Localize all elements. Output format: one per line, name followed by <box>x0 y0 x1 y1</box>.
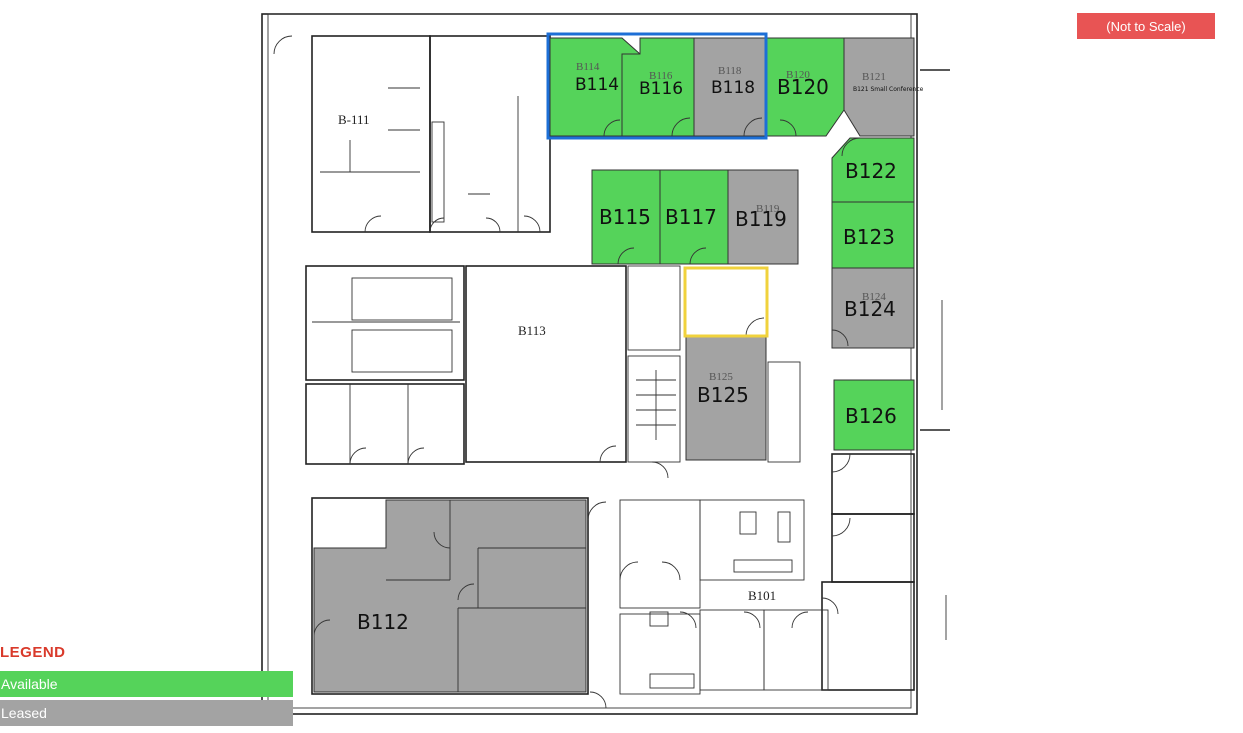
room-label-b113: B113 <box>518 323 546 338</box>
room-b124-shape <box>831 267 915 349</box>
room-label-b116[interactable]: B116 <box>639 79 683 99</box>
room-label-b115[interactable]: B115 <box>599 205 651 229</box>
ghost-label-b118: B118 <box>718 65 742 77</box>
ghost-label-b124: B124 <box>862 291 886 303</box>
room-b123-shape <box>831 201 915 269</box>
room-b126-shape <box>833 379 915 451</box>
legend-title: LEGEND <box>0 644 66 661</box>
room-label-b101: B101 <box>748 588 776 603</box>
room-label-b114[interactable]: B114 <box>575 75 619 95</box>
room-label-b121[interactable]: B121 Small Conference <box>853 86 924 93</box>
ghost-labels: B114 B116 B118 B120 B119 B124 B125 <box>576 61 886 383</box>
room-label-b117[interactable]: B117 <box>665 205 717 229</box>
legend-leased: Leased <box>0 700 293 726</box>
room-b125-shape <box>685 335 767 461</box>
room-code-b121: B121 <box>862 71 886 83</box>
room-label-b123[interactable]: B123 <box>843 225 895 249</box>
room-b119-shape <box>727 169 799 265</box>
room-label-b122[interactable]: B122 <box>845 159 897 183</box>
south-wing-walls <box>311 453 915 695</box>
room-label-b119[interactable]: B119 <box>735 207 787 231</box>
room-label-b120[interactable]: B120 <box>777 75 829 99</box>
room-b121-shape <box>843 37 915 137</box>
room-label-b118[interactable]: B118 <box>711 78 755 98</box>
ghost-label-b125: B125 <box>709 371 733 383</box>
not-to-scale-badge: (Not to Scale) <box>1077 13 1215 39</box>
selected-suite-outline[interactable] <box>546 32 768 140</box>
building-outline <box>261 13 950 715</box>
b112-partitions <box>386 500 586 692</box>
selected-room-outline[interactable] <box>683 266 769 338</box>
room-fills <box>313 37 915 693</box>
room-label-b124[interactable]: B124 <box>844 297 896 321</box>
room-label-b111: B-111 <box>338 112 370 127</box>
door-swings <box>273 35 861 709</box>
ghost-label-b114: B114 <box>576 61 600 73</box>
ghost-label-b116: B116 <box>649 70 673 82</box>
legend-available: Available <box>0 671 293 697</box>
ghost-label-b120: B120 <box>786 69 810 81</box>
room-label-b126[interactable]: B126 <box>845 404 897 428</box>
room-label-b125[interactable]: B125 <box>697 383 749 407</box>
room-label-b112[interactable]: B112 <box>357 610 409 634</box>
ghost-label-b119: B119 <box>756 203 780 215</box>
